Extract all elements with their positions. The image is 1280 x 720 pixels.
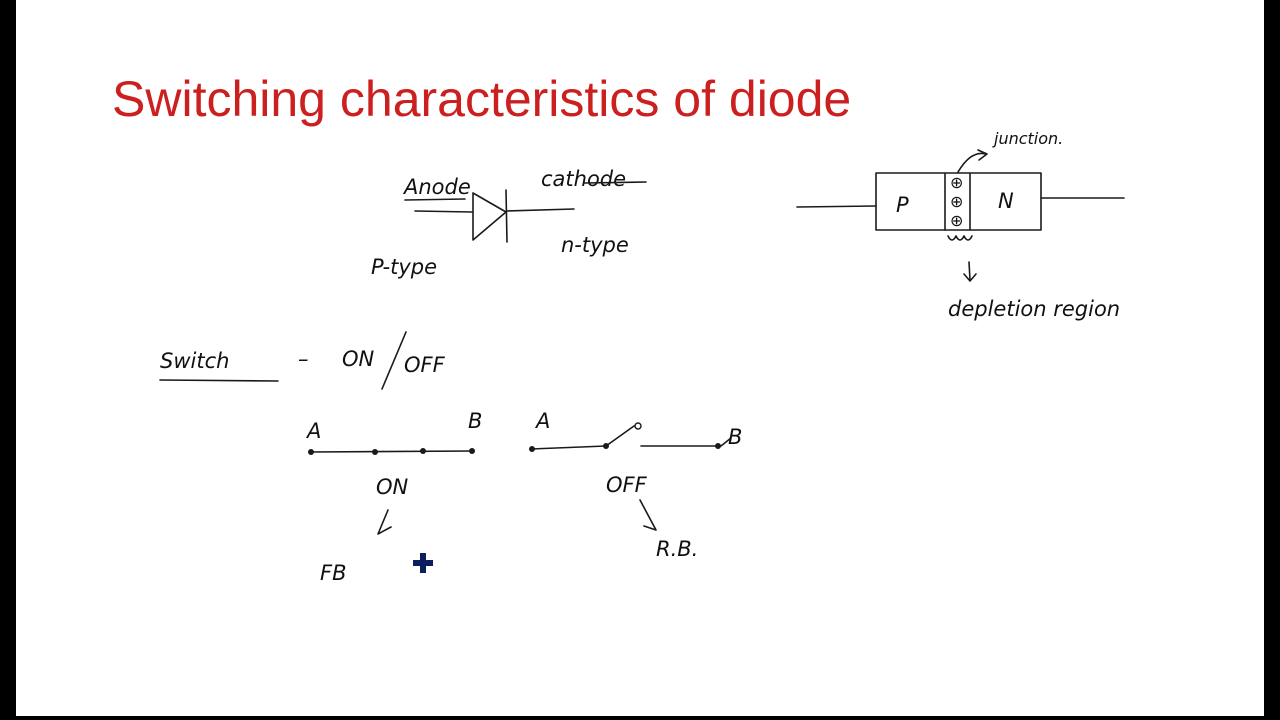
off-terminal-mid-2	[634, 422, 642, 430]
slide-title: Switching characteristics of diode	[112, 71, 852, 127]
off-switch-lever	[605, 425, 635, 447]
p-region-label: P	[896, 193, 909, 217]
on-state-label: ON	[376, 475, 409, 499]
switch-off-label: OFF	[404, 353, 446, 377]
charge-mark-1: ⊕	[950, 173, 963, 192]
switch-underline	[159, 379, 279, 382]
plus-cursor-icon	[413, 553, 433, 573]
n-type-label: n-type	[561, 233, 629, 257]
on-bias-label: FB	[320, 561, 347, 585]
charge-mark-2: ⊕	[950, 192, 963, 211]
on-a-label: A	[305, 419, 321, 443]
off-b-label: B	[728, 425, 742, 449]
charge-mark-3: ⊕	[950, 211, 963, 230]
depletion-arrow	[968, 261, 971, 281]
anode-underline	[404, 198, 466, 201]
diode-cathode-lead	[506, 208, 575, 212]
switch-on-label: ON	[342, 347, 375, 371]
diode-anode-lead	[414, 210, 473, 213]
on-arrow	[377, 509, 392, 535]
anode-label: Anode	[402, 175, 471, 199]
n-region-label: N	[998, 189, 1014, 213]
off-terminal-b	[715, 443, 721, 449]
on-terminal-3	[420, 448, 426, 454]
on-switch-line	[308, 450, 474, 453]
p-type-label: P-type	[371, 255, 437, 279]
off-state-label: OFF	[606, 473, 648, 497]
pn-junction-diagram: P N ⊕ ⊕ ⊕ junction. depletion region	[796, 129, 1125, 321]
cathode-label: cathode	[541, 167, 626, 191]
off-arrow	[639, 499, 657, 531]
switch-dash: –	[298, 347, 309, 371]
handwritten-annotations: Anode cathode P-type n-type P N ⊕ ⊕ ⊕ ju…	[159, 129, 1125, 585]
junction-arrow	[957, 152, 987, 173]
depletion-label: depletion region	[948, 297, 1120, 321]
diode-cathode-bar	[505, 189, 508, 243]
depletion-arrow-head	[963, 273, 977, 282]
depletion-brace	[947, 235, 973, 241]
switch-label: Switch	[160, 349, 229, 373]
on-terminal-4	[469, 448, 475, 454]
cursor-cross-shape	[413, 553, 433, 573]
junction-label: junction.	[992, 129, 1063, 148]
switch-heading: Switch – ON OFF	[159, 331, 446, 390]
off-switch-diagram: A B OFF R.B.	[529, 409, 742, 561]
on-switch-diagram: A B ON FB	[305, 409, 482, 585]
off-a-label: A	[534, 409, 550, 433]
junction-arrow-head	[977, 149, 988, 161]
off-terminal-a	[529, 446, 535, 452]
cathode-underline	[583, 181, 647, 184]
pn-left-lead	[796, 205, 877, 208]
on-b-label: B	[468, 409, 482, 433]
on-terminal-2	[372, 449, 378, 455]
switch-slash	[381, 331, 407, 390]
off-terminal-mid-1	[603, 443, 609, 449]
slide-canvas: Switching characteristics of diode Anode…	[16, 0, 1264, 716]
pn-block	[875, 172, 1042, 231]
on-terminal-1	[308, 449, 314, 455]
diode-triangle	[472, 192, 507, 241]
off-bias-label: R.B.	[656, 537, 698, 561]
diode-symbol: Anode cathode P-type n-type	[371, 167, 647, 279]
off-left-line	[530, 445, 607, 450]
